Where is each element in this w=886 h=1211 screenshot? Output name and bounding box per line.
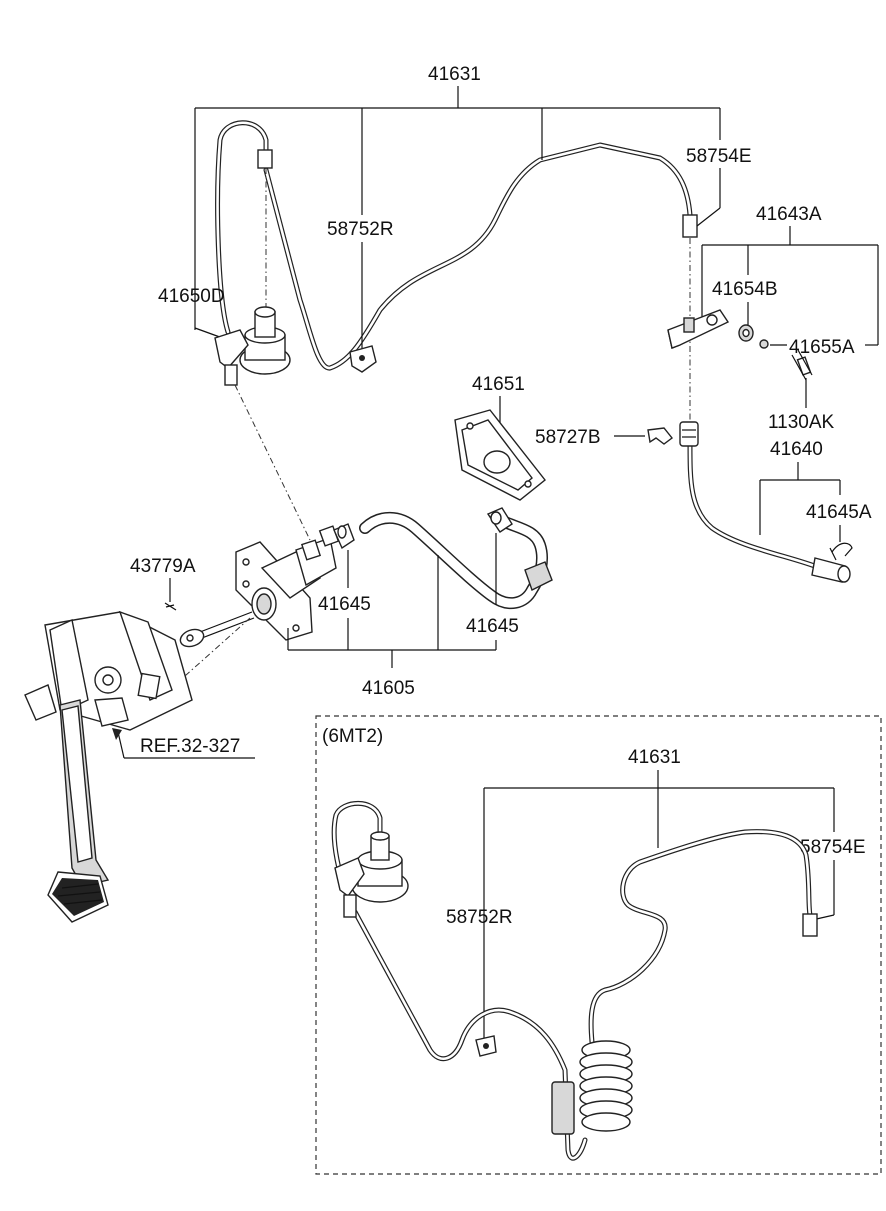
leader-58754E-top-b (696, 207, 721, 227)
label-58754E-bottom: 58754E (800, 837, 866, 858)
clip-41645A-icon (829, 542, 853, 561)
nut-41654B-icon (738, 324, 754, 342)
label-ref-32-327: REF.32-327 (140, 736, 240, 757)
label-41605: 41605 (362, 678, 415, 699)
label-43779A: 43779A (130, 556, 196, 577)
clip-41645-left-icon (333, 523, 355, 550)
clutch-pedal-icon (24, 610, 193, 923)
label-41651: 41651 (472, 374, 525, 395)
tube-41631-bottom-icon (331, 800, 818, 1161)
label-1130AK: 1130AK (768, 412, 835, 433)
label-41654B: 41654B (712, 279, 778, 300)
leader-ref (112, 728, 255, 759)
label-41645-left: 41645 (318, 594, 371, 615)
label-58754E-top: 58754E (686, 146, 752, 167)
washer-41655A-icon (759, 339, 769, 349)
coil-damper-icon (579, 1040, 633, 1132)
clip-58752R-bottom-icon (475, 1035, 497, 1057)
label-58727B: 58727B (535, 427, 601, 448)
label-58752R-top: 58752R (327, 219, 394, 240)
label-41645A: 41645A (806, 502, 872, 523)
master-cylinder-41605-icon (179, 537, 337, 677)
tube-41631-top-icon (215, 120, 698, 425)
clip-41645-right-icon (486, 507, 513, 533)
bolt-1130AK-icon (791, 349, 813, 381)
bracket-41643A-icon (667, 309, 730, 349)
pin-43779A-icon (164, 602, 177, 611)
leader-41643A (701, 226, 879, 346)
hose-41640-icon (679, 421, 851, 583)
label-41645-right: 41645 (466, 616, 519, 637)
gasket-41651-icon (454, 409, 546, 501)
hose-41605-icon (318, 511, 553, 610)
reservoir-bottom-icon (334, 831, 409, 918)
reservoir-41650D-icon (214, 306, 311, 541)
label-58752R-bottom: 58752R (446, 907, 513, 928)
label-41643A: 41643A (756, 204, 822, 225)
leader-41631-bottom (483, 770, 835, 1040)
label-41650D: 41650D (158, 286, 225, 307)
leader-41640 (759, 462, 841, 535)
leader-41631-top (194, 86, 721, 330)
label-41631-top: 41631 (428, 64, 481, 85)
leader-41605 (287, 555, 497, 668)
label-41640: 41640 (770, 439, 823, 460)
clip-58752R-top-icon (349, 345, 377, 373)
variant-6mt2-box (315, 715, 882, 1175)
label-variant-6mt2: (6MT2) (322, 726, 383, 747)
label-41655A: 41655A (789, 337, 855, 358)
label-41631-bottom: 41631 (628, 747, 681, 768)
clip-58727B-icon (647, 427, 673, 445)
